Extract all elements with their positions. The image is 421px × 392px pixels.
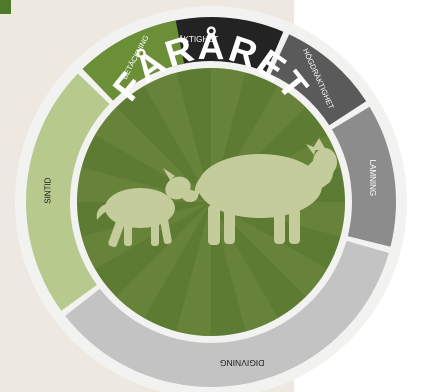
segment-sintid xyxy=(26,73,110,311)
center-ray xyxy=(211,202,333,301)
segment-layer: DRÄKTIGHETHÖGDRÄKTIGHETLAMNINGDIGIVNINGS… xyxy=(26,17,396,387)
segment-label-lamning: LAMNING xyxy=(368,160,377,196)
center-ray xyxy=(141,68,211,202)
segment-label-draktighet: DRÄKTIGHET xyxy=(167,35,219,44)
corner-tab xyxy=(0,0,11,14)
center-ray xyxy=(174,202,211,336)
center-ray xyxy=(112,202,211,324)
center-ray xyxy=(77,202,211,272)
lamb-icon xyxy=(96,168,198,248)
segment-hogdraktighet xyxy=(270,34,367,126)
ewe-icon xyxy=(194,138,337,245)
segment-label-digivning: DIGIVNING xyxy=(220,358,264,368)
segment-betackning xyxy=(82,20,185,101)
segment-digivning xyxy=(65,240,389,387)
segment-lamning xyxy=(331,106,396,247)
segment-label-sintid: SINTID xyxy=(44,177,53,203)
